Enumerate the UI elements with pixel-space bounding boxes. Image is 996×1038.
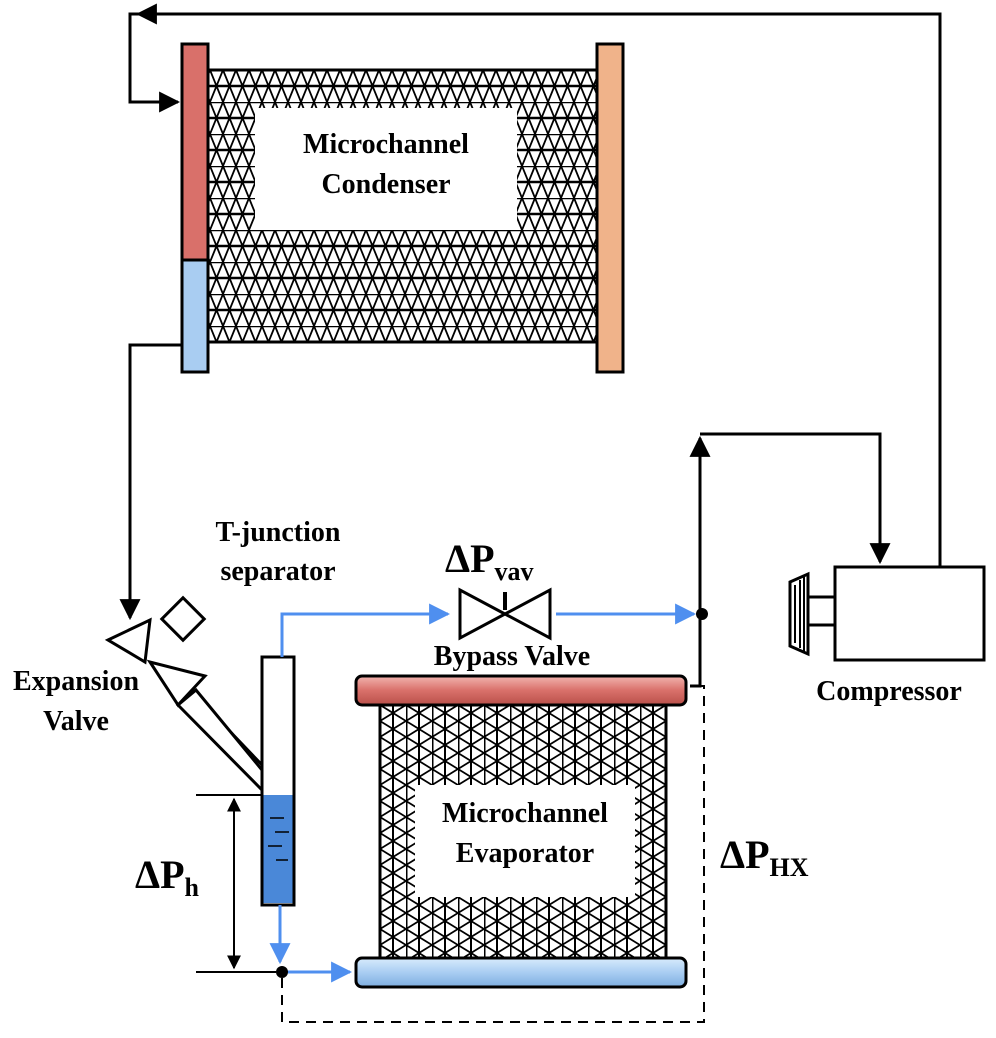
evaporator-top-header [354, 674, 688, 707]
bypass-valve [458, 587, 552, 641]
condenser-return-header [595, 42, 625, 374]
bypass-lines [269, 603, 697, 983]
dp-hx-sub: HX [770, 853, 809, 882]
compressor: Compressor [788, 565, 986, 707]
dp-hx-label: ΔPHX [720, 832, 809, 882]
evaporator-inlet-junction-dot [276, 966, 288, 978]
compressor-label: Compressor [816, 676, 962, 707]
liquid-line [119, 343, 182, 621]
expansion-valve [104, 595, 264, 794]
bypass-valve-label: Bypass Valve [434, 641, 590, 672]
expansion-valve-lower-cone [146, 659, 208, 708]
condenser-outlet-header [180, 258, 210, 374]
microchannel-condenser: Microchannel Condenser [180, 42, 625, 374]
evaporator-label-line1: Microchannel [442, 798, 608, 829]
dp-h-label: ΔPh [135, 852, 200, 902]
bypass-valve-left-cone [458, 587, 509, 641]
pressure-head-dimension [196, 794, 276, 973]
tjunction-label-line1: T-junction [215, 517, 340, 548]
condenser-inlet-header [180, 42, 210, 262]
suction-line [700, 432, 891, 565]
condenser-label-line1: Microchannel [303, 129, 469, 160]
expansion-valve-upper-cone [104, 617, 152, 665]
separator-liquid [263, 795, 293, 903]
compressor-body [833, 565, 986, 662]
expansion-valve-label-line1: Expansion [13, 666, 139, 697]
condenser-label-line2: Condenser [321, 169, 450, 200]
bypass-junction-dot [696, 608, 708, 620]
compressor-shaft [806, 595, 837, 627]
expansion-valve-label-line2: Valve [43, 706, 109, 737]
t-junction-separator [260, 655, 296, 907]
dp-vav-sub: vav [495, 557, 534, 586]
evaporator-label-line2: Evaporator [456, 838, 594, 869]
microchannel-evaporator: Microchannel Evaporator [354, 674, 688, 989]
expansion-valve-actuator [159, 595, 207, 643]
condenser-label-box [255, 108, 517, 230]
dp-vav-main: ΔP [445, 536, 495, 581]
discharge-line [128, 12, 942, 567]
hx-pressure-dashed-loop [281, 685, 705, 1023]
bypass-valve-right-cone [501, 587, 552, 641]
dp-hx-main: ΔP [720, 832, 770, 877]
separator-vapor-line [280, 603, 451, 657]
evaporator-bottom-header [354, 956, 688, 989]
dp-h-main: ΔP [135, 852, 185, 897]
expansion-valve-outlet-pipe [175, 687, 264, 794]
suction-line-riser [689, 435, 711, 688]
dp-h-sub: h [185, 873, 200, 902]
evaporator-label-box [415, 785, 635, 897]
dp-vav-label: ΔPvav [445, 536, 534, 586]
tjunction-label-line2: separator [220, 556, 335, 587]
